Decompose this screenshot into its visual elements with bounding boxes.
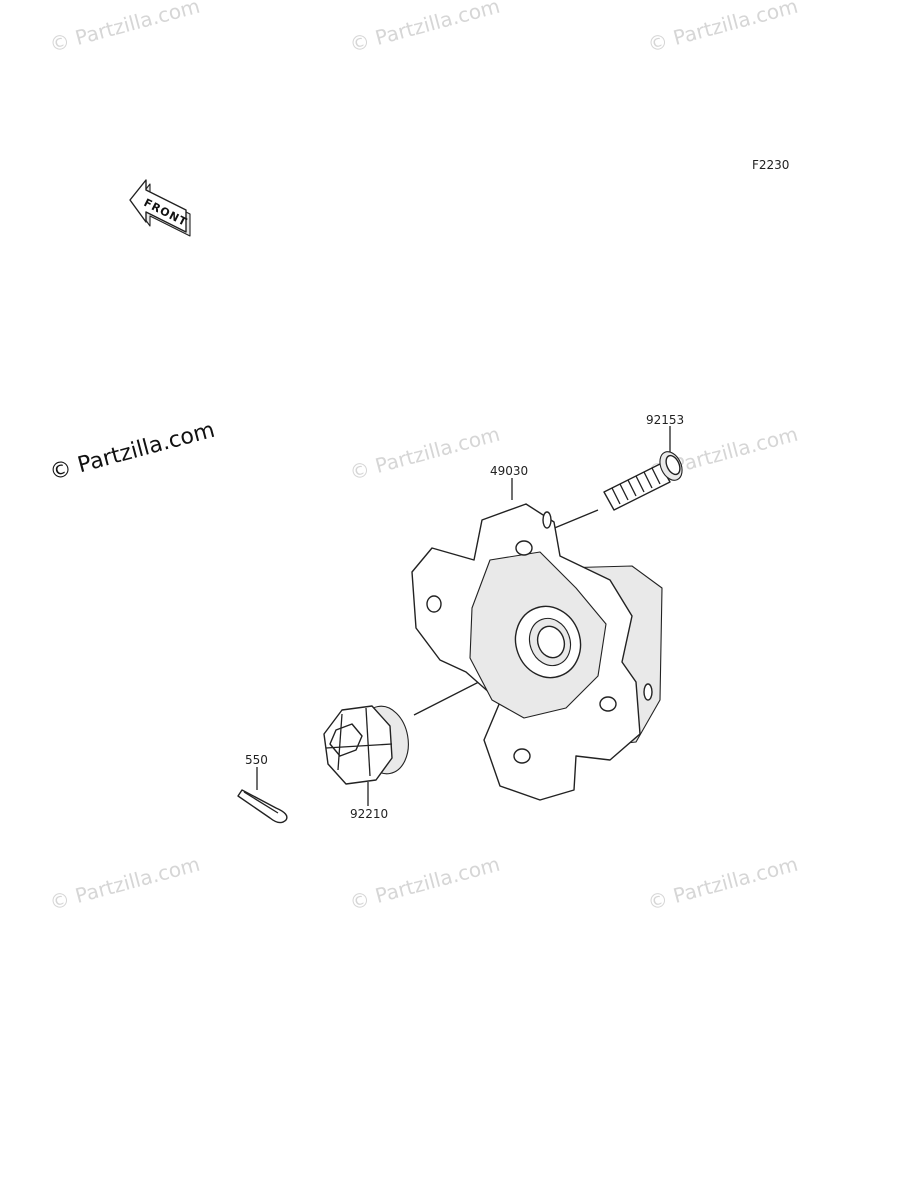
part-label-92210: 92210 [350, 807, 388, 821]
bolt-92153 [603, 451, 683, 511]
part-label-550: 550 [245, 753, 268, 767]
hub-49030 [411, 503, 663, 801]
part-label-49030: 49030 [490, 464, 528, 478]
watermark: © Partzilla.com [47, 852, 202, 915]
watermarks: © Partzilla.com © Partzilla.com © Partzi… [47, 0, 800, 915]
castle-nut-92210 [323, 705, 409, 785]
watermark: © Partzilla.com [47, 0, 202, 57]
cotter-pin-550 [237, 789, 288, 824]
part-label-92153: 92153 [646, 413, 684, 427]
diagram-code: F2230 [752, 158, 789, 172]
watermark: © Partzilla.com [645, 0, 800, 57]
front-arrow-icon: FRONT [129, 179, 191, 237]
watermark: © Partzilla.com [347, 0, 502, 57]
watermark: © Partzilla.com [347, 422, 502, 485]
watermark: © Partzilla.com [645, 852, 800, 915]
watermark: © Partzilla.com [347, 852, 502, 915]
watermark: © Partzilla.com [47, 418, 217, 486]
part-labels: 92153 49030 550 92210 [245, 413, 684, 821]
